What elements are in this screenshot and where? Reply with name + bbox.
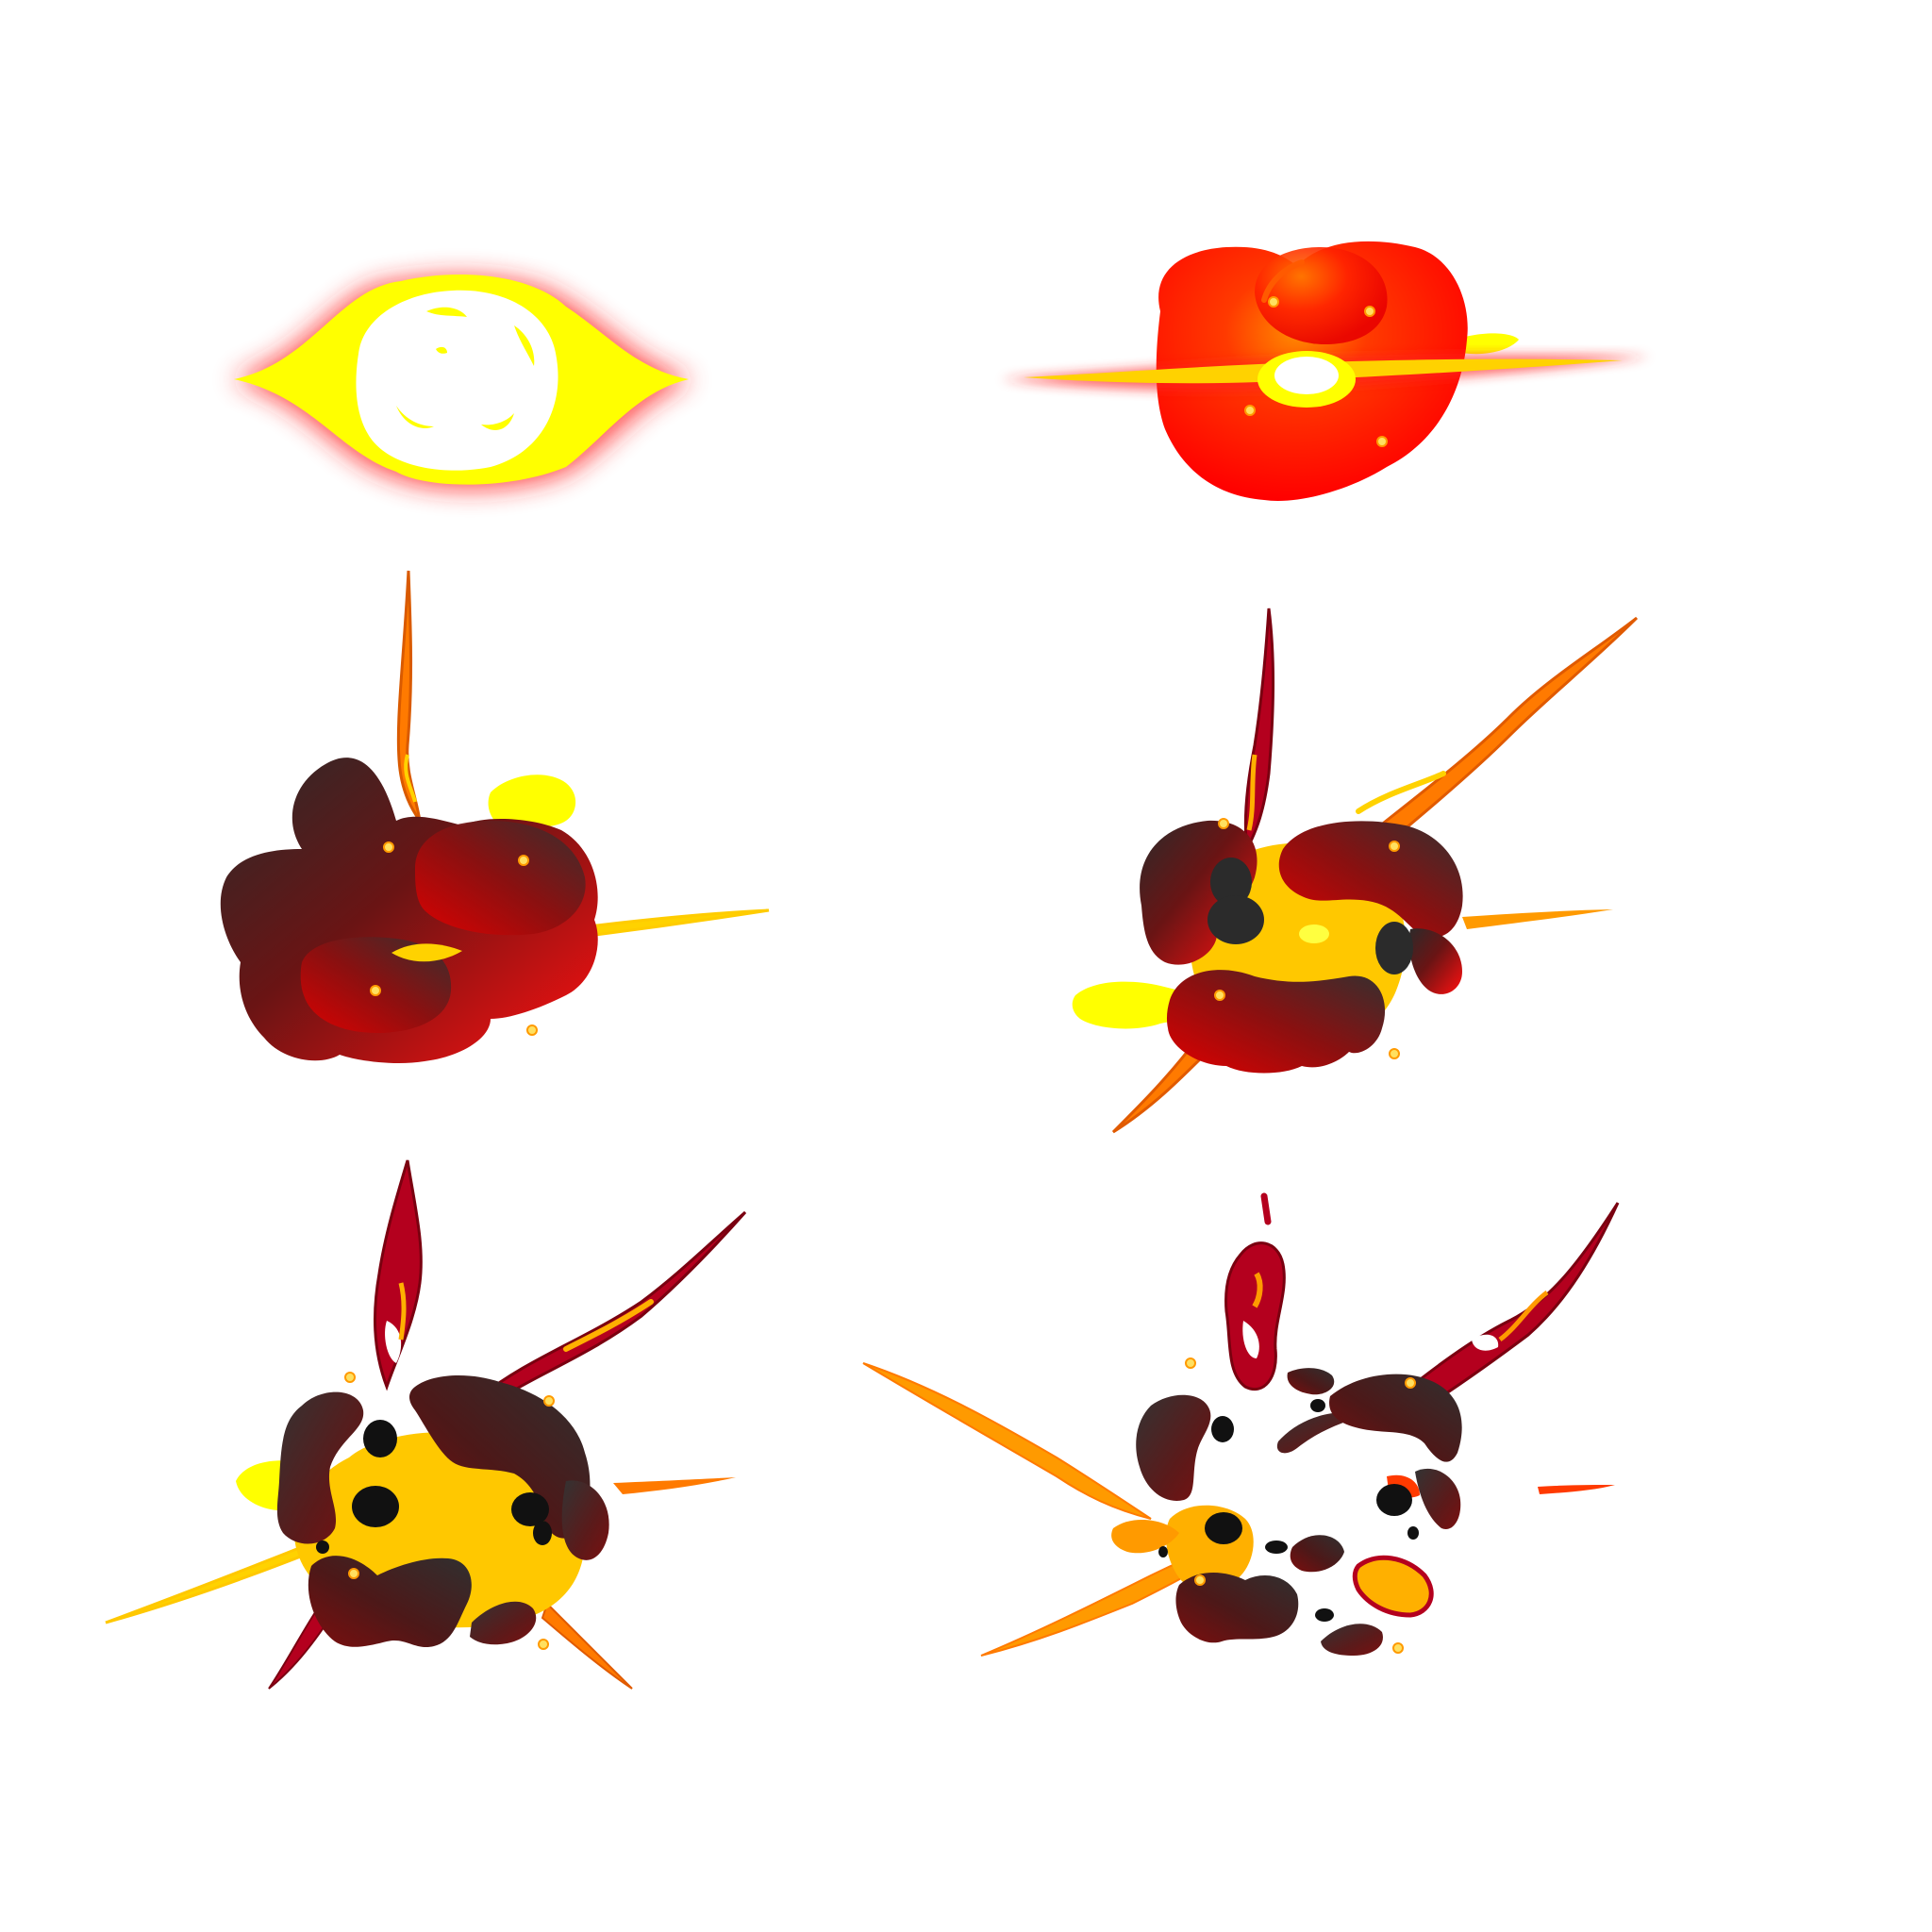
burst-tendril-up-inner — [404, 754, 417, 803]
spark — [526, 1024, 538, 1036]
debris-tendril-up-hole — [385, 1321, 402, 1363]
dissipate-fire-patch — [1111, 1519, 1179, 1554]
debris-tendril-sw — [268, 1602, 332, 1690]
expand-tendril-up-inner — [1246, 754, 1257, 831]
dissipate-cloud-top — [1287, 1368, 1335, 1395]
expand-tendril-ne — [1337, 616, 1639, 870]
debris-tendril-se — [541, 1602, 633, 1690]
expand-hot-spot — [1299, 924, 1329, 943]
debris-tendril-ne-inner — [563, 1299, 654, 1352]
burst-cloud-lobe — [415, 821, 586, 936]
frame-2-fireball — [1000, 241, 1651, 501]
frame-5-debris — [105, 1159, 747, 1690]
expand-cloud-tr — [1278, 821, 1463, 938]
fireball-lobe-outline — [1261, 259, 1305, 303]
spark — [1194, 1574, 1206, 1586]
debris-cloud-top — [409, 1375, 591, 1539]
dissipate-cloud-bottom-right — [1321, 1624, 1383, 1656]
burst-inner-glow — [391, 943, 462, 962]
dissipate-smoke-puff — [1407, 1526, 1419, 1540]
debris-cloud-bottom — [308, 1556, 472, 1648]
spark — [1268, 296, 1279, 308]
expand-smoke-puff — [1210, 858, 1252, 907]
dissipate-smoke-puff — [1205, 1512, 1242, 1544]
expand-tendril-sw — [1111, 1035, 1215, 1134]
expand-streak-right — [1462, 909, 1613, 929]
flash-core-mark — [481, 413, 514, 431]
debris-smoke-puff — [316, 1541, 329, 1554]
frame-3-burst — [220, 570, 770, 1064]
expand-smoke-puff — [1208, 895, 1264, 944]
spark — [344, 1372, 356, 1383]
spark — [370, 985, 381, 996]
dissipate-smoke-puff — [1158, 1546, 1168, 1557]
dissipate-tendril-up-inner — [1252, 1272, 1263, 1308]
dissipate-streak-nw — [862, 1362, 1152, 1520]
spark — [1218, 818, 1229, 829]
debris-smoke-puff — [511, 1492, 549, 1526]
dissipate-smoke-puff — [1315, 1608, 1334, 1622]
debris-tendril-up-inner — [398, 1282, 407, 1341]
dissipate-cloud-bottom — [1175, 1572, 1299, 1643]
debris-cloud-bottom-right — [470, 1601, 537, 1645]
spark — [518, 855, 529, 866]
flash-core-mark — [426, 307, 467, 317]
expand-cloud-r — [1408, 928, 1462, 994]
spark — [383, 841, 394, 853]
dissipate-fire-patch — [1352, 1555, 1434, 1618]
expand-cloud-bottom — [1166, 970, 1386, 1074]
frame-4-expand — [1072, 608, 1639, 1134]
dissipate-smoke-puff — [1265, 1541, 1288, 1554]
dissipate-dash-top — [1260, 1192, 1272, 1225]
expand-tendril-ne-glow — [1356, 771, 1446, 814]
dissipate-cloud-mid — [1290, 1535, 1344, 1573]
fireball-core-hot — [1274, 357, 1339, 394]
burst-yellow-flare — [488, 774, 576, 830]
expand-smoke-puff — [1375, 922, 1413, 974]
debris-cloud-left — [276, 1391, 364, 1544]
dissipate-cloud-arc — [1276, 1412, 1368, 1454]
debris-streak-right — [613, 1477, 736, 1494]
flash-core-mark — [396, 406, 434, 428]
spark — [1364, 306, 1375, 317]
dissipate-smoke-puff — [1211, 1416, 1234, 1442]
dissipate-smoke-puff — [1310, 1399, 1325, 1412]
flash-core-mark — [514, 325, 535, 366]
frame-6-dissipate — [862, 1192, 1620, 1657]
dissipate-tendril-ne-inner — [1498, 1291, 1549, 1341]
dissipate-tendril-up-hole — [1242, 1321, 1259, 1358]
spark — [1185, 1357, 1196, 1369]
spark — [538, 1639, 549, 1650]
dissipate-cloud-left — [1136, 1394, 1211, 1501]
spark — [1389, 1048, 1400, 1059]
spark — [348, 1568, 359, 1579]
debris-smoke-puff — [363, 1420, 397, 1457]
dissipate-tendril-up — [1224, 1241, 1286, 1391]
dissipate-cloud-right-low — [1415, 1468, 1461, 1529]
dissipate-streak-right — [1538, 1485, 1615, 1494]
debris-smoke-puff — [352, 1486, 399, 1527]
spark — [1214, 990, 1225, 1001]
flash-core-mark — [436, 346, 447, 354]
frame-1-flash — [231, 274, 693, 489]
dissipate-tendril-ne-hole — [1472, 1334, 1499, 1351]
spark — [1244, 405, 1256, 416]
debris-tendril-ne — [478, 1210, 747, 1407]
spark — [543, 1395, 555, 1407]
debris-smoke-puff — [533, 1521, 552, 1545]
fireball-back-flare — [1453, 333, 1519, 355]
flash-core — [356, 290, 558, 471]
spark — [1405, 1377, 1416, 1389]
spark — [1389, 841, 1400, 852]
expand-cloud-tl — [1140, 820, 1257, 965]
spark — [1392, 1642, 1404, 1654]
spark — [1376, 436, 1388, 447]
dissipate-smoke-puff — [1376, 1484, 1412, 1516]
burst-streak-right — [564, 908, 770, 941]
dissipate-cloud-right — [1329, 1374, 1462, 1462]
debris-cloud-right — [561, 1480, 609, 1560]
